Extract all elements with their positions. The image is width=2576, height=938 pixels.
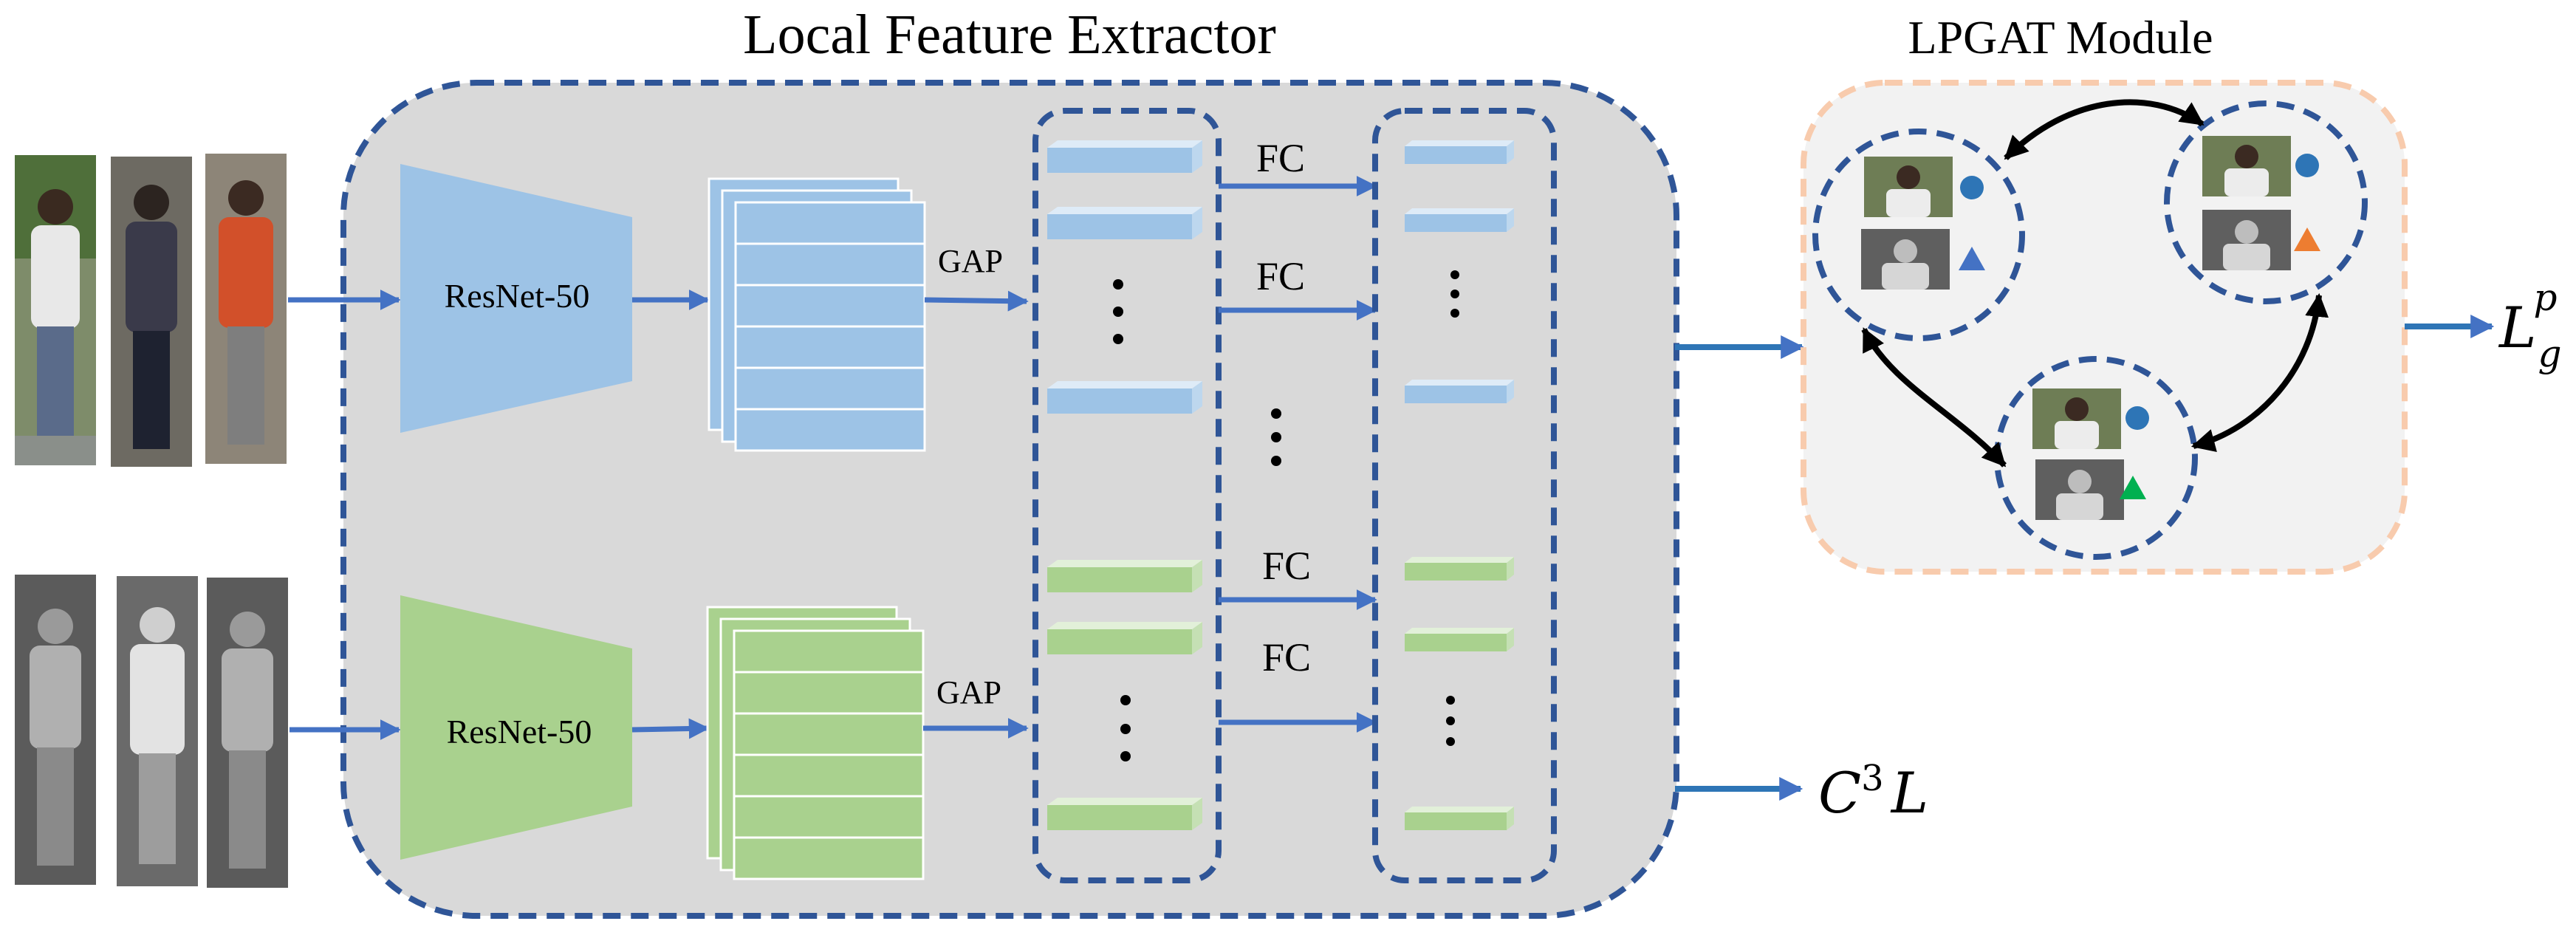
- visible-person-3: [205, 154, 287, 464]
- embedded-stripe: [1405, 634, 1507, 651]
- pooled-stripe: [1047, 148, 1192, 173]
- pooled-stripes-infrared: [1047, 560, 1202, 830]
- node-2-visible-thumb: [2202, 136, 2291, 196]
- infrared-person-1: [15, 575, 96, 885]
- node-2-infrared-thumb: [2202, 210, 2291, 270]
- visible-circle-icon: [1960, 176, 1984, 199]
- pooled-stripe: [1047, 214, 1192, 239]
- node-3-visible-thumb: [2032, 388, 2121, 449]
- pooled-stripe: [1047, 388, 1192, 414]
- infrared-images: [15, 575, 288, 888]
- infrared-person-2: [117, 576, 198, 886]
- blue-triangle-icon: [1959, 247, 1985, 270]
- resnet-infrared-label: ResNet-50: [447, 713, 592, 750]
- gap-visible-label: GAP: [938, 243, 1003, 279]
- arrow-to-featuremap-infrared: [631, 718, 710, 739]
- featuremap-infrared: [706, 606, 925, 880]
- embedded-stripes-visible: [1405, 140, 1514, 403]
- resnet-infrared: [400, 595, 632, 860]
- graph-node-1: [1812, 129, 2025, 341]
- infrared-person-3: [207, 578, 288, 888]
- orange-triangle-icon: [2294, 227, 2320, 251]
- fc-label-3: FC: [1262, 544, 1311, 588]
- fc-label-2: FC: [1256, 254, 1305, 298]
- resnet-visible: [400, 164, 632, 433]
- graph-edge-1-3: [1861, 327, 2007, 468]
- embedded-stripes-infrared: [1405, 557, 1514, 830]
- node-3-infrared-thumb: [2035, 459, 2124, 520]
- node-1-infrared-thumb: [1861, 229, 1950, 290]
- embedded-stripe: [1405, 563, 1507, 581]
- pooled-feature-column: [1032, 108, 1222, 883]
- resnet-visible-label: ResNet-50: [445, 277, 590, 315]
- node-1-visible-thumb: [1864, 157, 1953, 217]
- visible-person-1: [15, 155, 96, 465]
- graph-edge-1-2: [2004, 99, 2205, 160]
- embedded-stripe: [1405, 146, 1507, 164]
- embedded-ellipsis: [1446, 270, 1459, 746]
- visible-images: [15, 154, 287, 467]
- embedded-stripe: [1405, 214, 1507, 232]
- pooled-stripe: [1047, 567, 1192, 592]
- fc-label-4: FC: [1262, 635, 1311, 679]
- graph-edge-2-3: [2190, 292, 2329, 453]
- extractor-title: Local Feature Extractor: [743, 4, 1276, 66]
- featuremap-visible: [708, 177, 926, 452]
- green-triangle-icon: [2120, 476, 2146, 499]
- embedded-stripe: [1405, 386, 1507, 403]
- local-feature-extractor-panel: [340, 80, 1679, 919]
- embedded-stripe: [1405, 812, 1507, 830]
- graph-node-3: [1994, 356, 2198, 560]
- gap-infrared-label: GAP: [936, 674, 1001, 711]
- visible-person-2: [111, 157, 192, 467]
- pooled-ellipsis: [1113, 279, 1131, 761]
- graph-node-2: [2164, 100, 2368, 304]
- lpgat-title: LPGAT Module: [1908, 11, 2213, 64]
- gap-arrow-visible: [924, 290, 1029, 312]
- pooled-stripe: [1047, 629, 1192, 654]
- embedded-feature-column: [1372, 108, 1557, 883]
- visible-circle-icon: [2125, 406, 2149, 430]
- pooled-stripes-visible: [1047, 140, 1202, 414]
- visible-circle-icon: [2295, 154, 2319, 177]
- fc-label-1: FC: [1256, 136, 1305, 180]
- fc-ellipsis: [1271, 408, 1281, 466]
- pooled-stripe: [1047, 805, 1192, 830]
